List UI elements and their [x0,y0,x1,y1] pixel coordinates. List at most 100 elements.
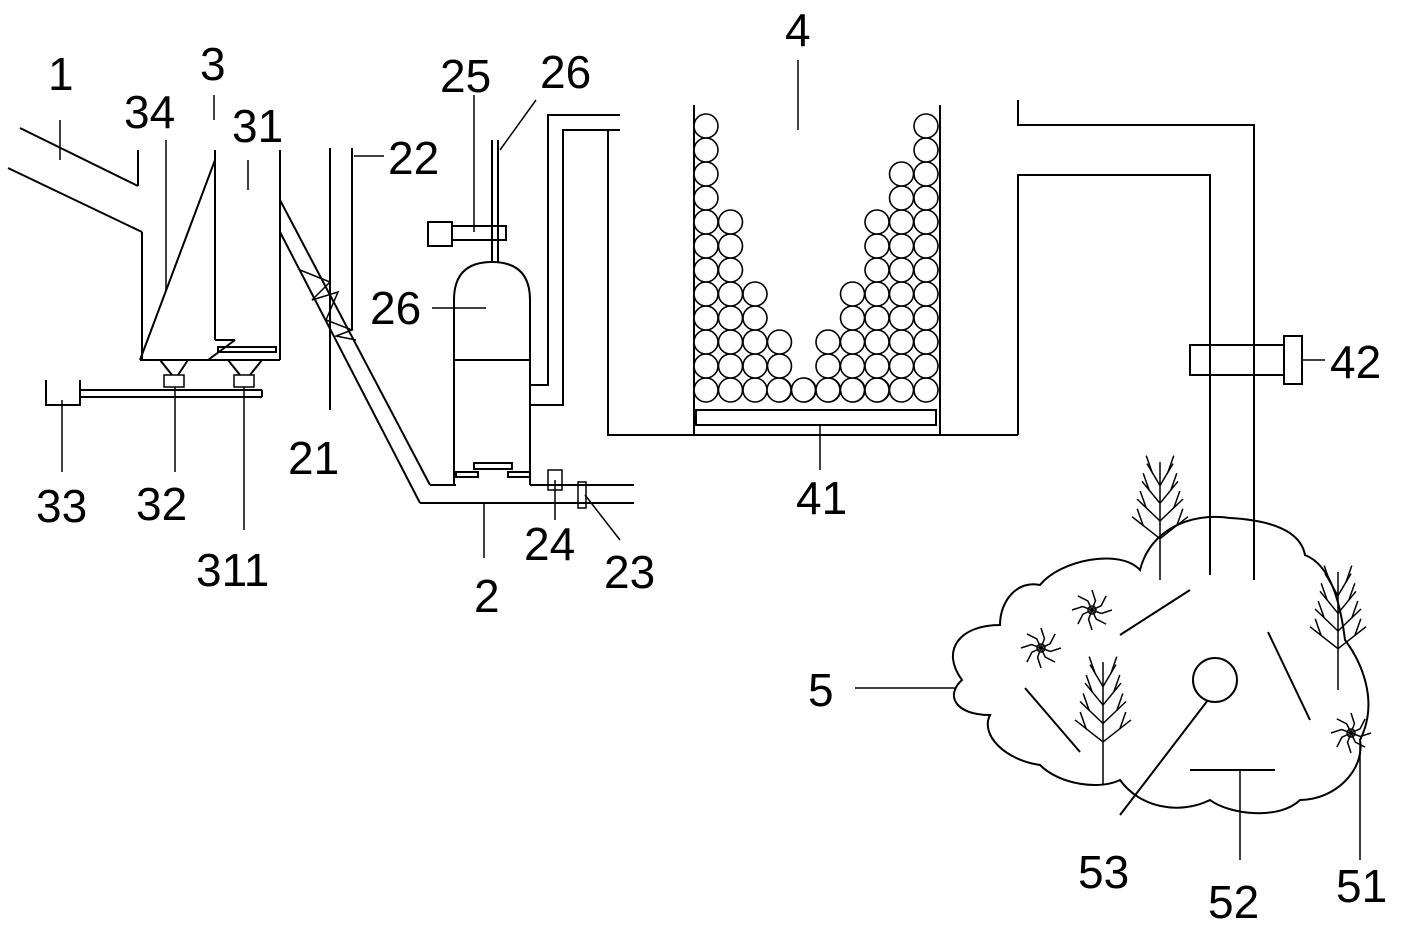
media-ball [693,377,719,403]
media-ball [864,305,890,331]
media-ball [693,137,719,163]
media-ball [864,377,890,403]
label-4: 4 [785,4,811,56]
media-ball [693,209,719,235]
label-52: 52 [1208,876,1259,926]
media-ball [864,281,890,307]
media-ball [888,161,915,187]
media-ball [717,281,744,307]
filter-column-26 [427,140,634,509]
label-3: 3 [200,38,226,90]
label-311: 311 [196,544,269,596]
media-ball [888,281,915,307]
pump-33 [45,380,263,406]
media-ball [864,353,890,379]
media-ball [693,305,719,331]
media-ball [717,305,744,331]
label-24: 24 [524,518,575,570]
media-ball [864,329,890,355]
media-ball [888,329,915,355]
media-ball [913,329,939,355]
tree [1309,565,1367,690]
media-ball [717,353,744,379]
media-ball [717,377,744,403]
media-ball [742,353,768,379]
media-ball [766,377,792,403]
flower [1020,627,1062,669]
media-ball [913,161,939,187]
media-ball [693,329,719,355]
media-ball [839,305,866,331]
media-ball [717,257,744,283]
media-ball [864,233,890,259]
label-26-top: 26 [540,46,591,98]
media-ball [913,353,939,379]
media-ball [742,281,768,307]
label-51: 51 [1336,860,1387,912]
label-42: 42 [1330,336,1381,388]
flower [1330,712,1372,754]
label-1: 1 [48,48,74,100]
packed-bed-4 [693,100,1303,580]
media-ball [742,329,768,355]
media-ball [717,329,744,355]
media-ball [864,257,890,283]
media-ball [742,305,768,331]
flower [1071,589,1113,631]
media-ball [693,233,719,259]
media-ball [815,329,841,355]
media-ball [766,353,793,379]
media-ball [693,161,719,187]
media-ball [693,185,719,211]
media-ball [888,209,915,235]
media-ball [913,113,939,139]
label-23: 23 [604,546,655,598]
media-ball [717,233,744,259]
media-ball [888,185,915,211]
label-33: 33 [36,480,87,532]
wetland-trees [1074,455,1367,785]
label-53: 53 [1078,846,1129,898]
media-ball [913,377,939,403]
media-ball [693,353,719,379]
media-ball [839,353,866,379]
media-ball [693,113,719,139]
media-ball [913,257,939,283]
media-ball [888,353,915,379]
media-ball [888,233,915,259]
label-22: 22 [388,132,439,184]
label-31: 31 [232,100,283,152]
media-ball [839,329,866,355]
media-ball [742,377,768,403]
media-ball [913,137,939,163]
media-ball [766,329,793,355]
media-ball [815,377,841,403]
media-ball [913,281,939,307]
media-ball [839,377,866,403]
part-labels: 1 34 3 31 22 25 26 26 4 42 21 33 32 311 … [36,4,1387,926]
media-ball [888,377,915,403]
inclined-pipe-21 [279,148,634,504]
leader-lines [59,60,1361,860]
label-34: 34 [124,86,175,138]
tree [1131,455,1189,580]
media-ball [693,257,719,283]
media-ball [864,209,890,235]
media-ball [913,185,939,211]
label-21: 21 [288,432,339,484]
media-ball [913,305,939,331]
label-5: 5 [808,664,834,716]
label-2: 2 [474,570,500,622]
media-ball [888,305,915,331]
media-ball [693,281,719,307]
media-balls [693,113,939,403]
media-ball [815,353,841,379]
inlet-pipe-1 [7,127,143,233]
media-ball [839,281,866,307]
wetland-5 [951,455,1372,816]
wetland-flowers [1020,589,1372,754]
label-25: 25 [440,50,491,102]
settling-tank-3 [139,150,281,388]
media-ball [717,209,744,235]
